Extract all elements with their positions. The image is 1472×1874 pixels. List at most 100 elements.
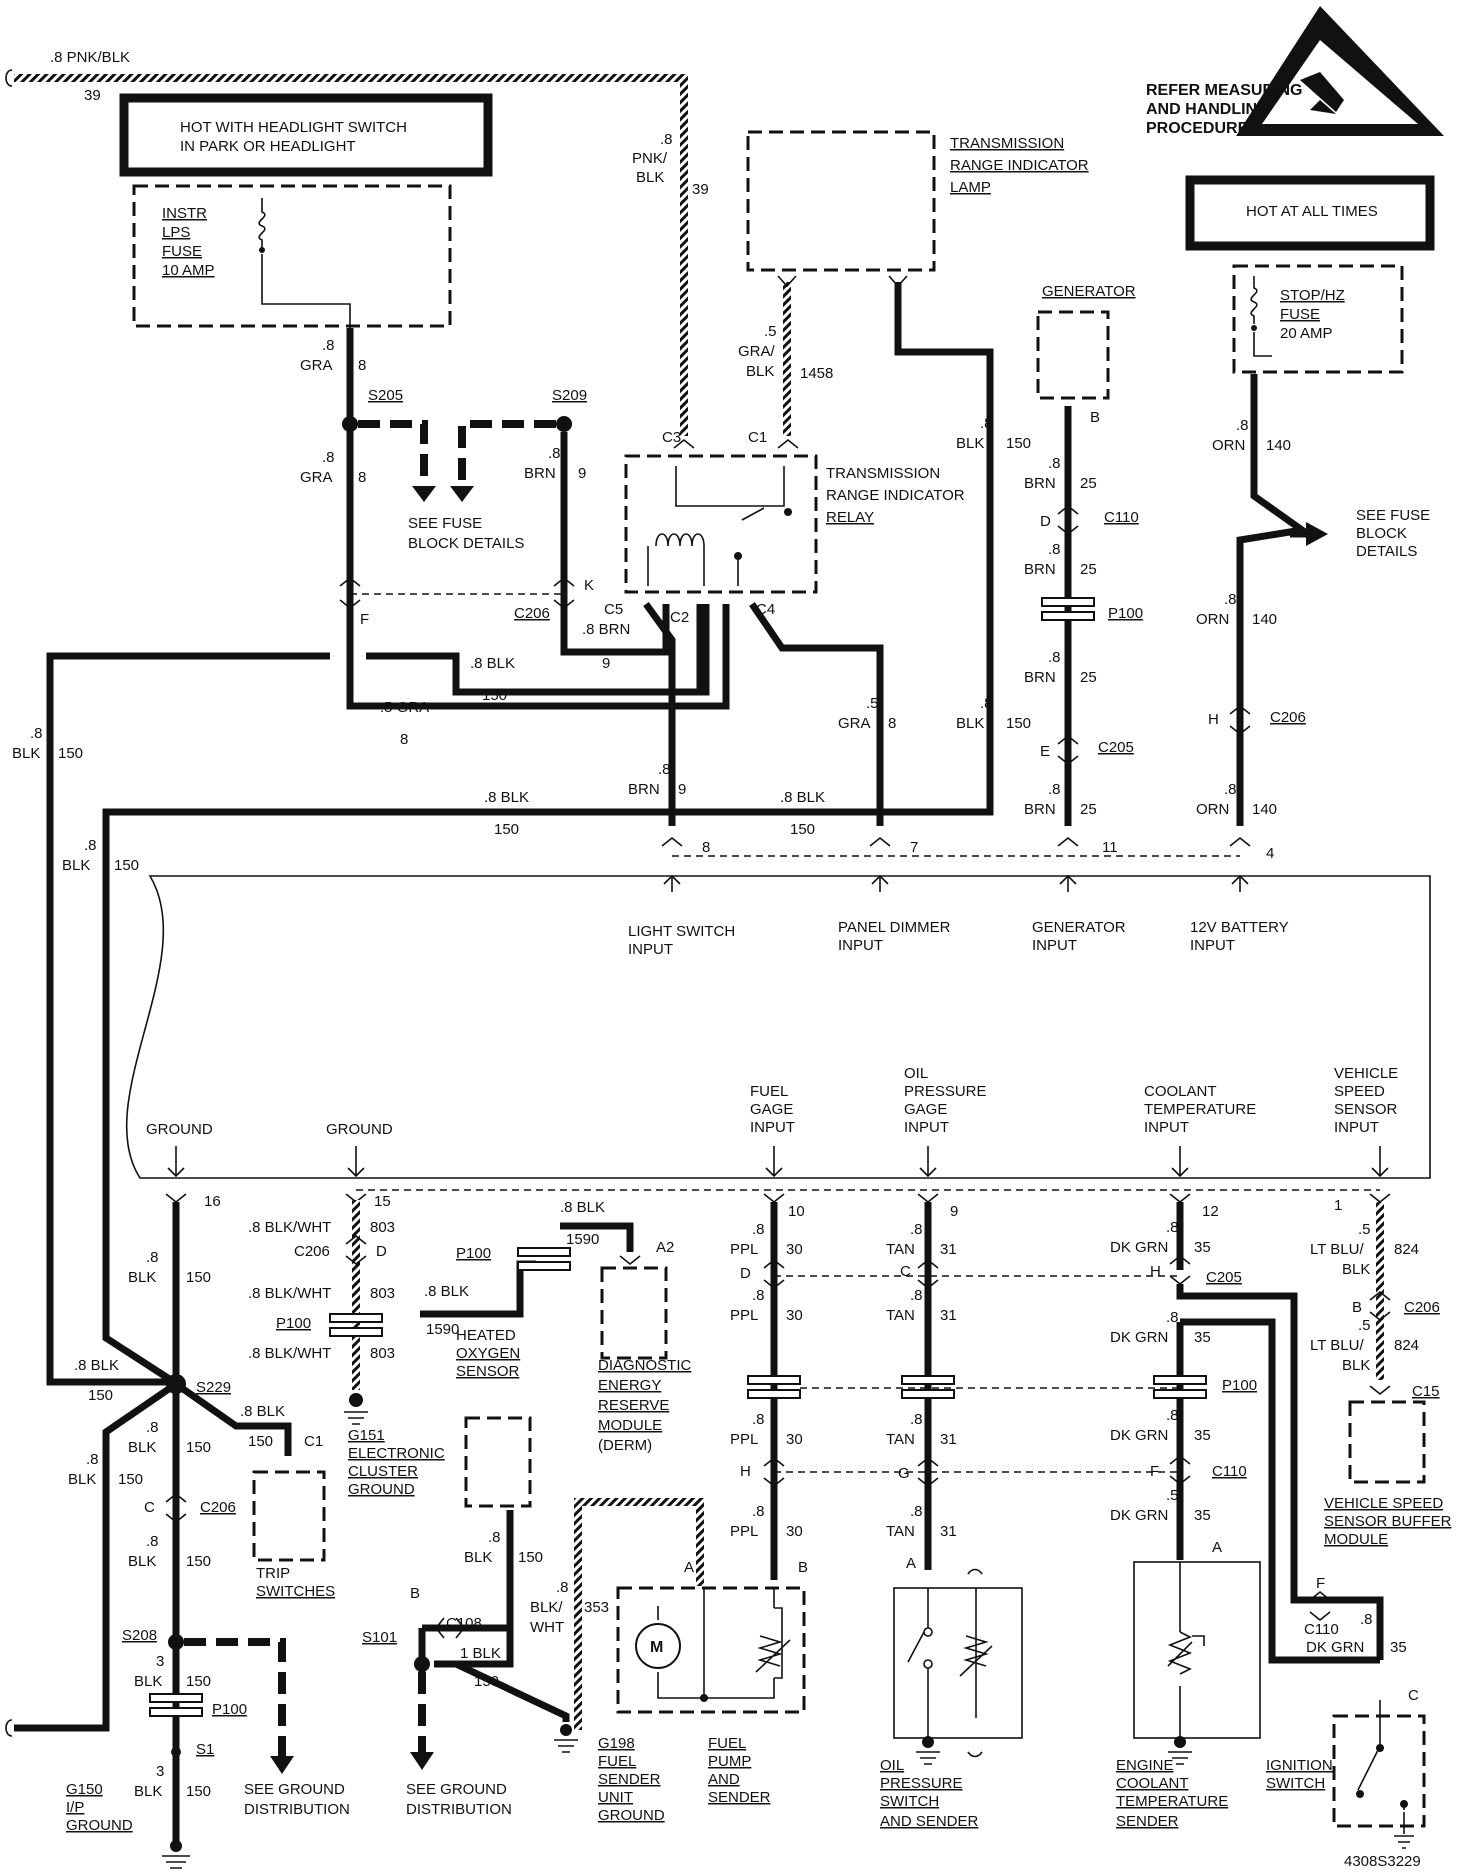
s229-left-circuit: 150 bbox=[88, 1387, 113, 1404]
trans-relay-3: RELAY bbox=[826, 509, 874, 526]
trans-relay-box bbox=[624, 454, 818, 594]
c206-h: H bbox=[1208, 711, 1219, 728]
o2-blk-label: .8 BLK bbox=[424, 1283, 469, 1300]
blk-h3-circuit: 150 bbox=[790, 821, 815, 838]
824-2-color1: LT BLU/ bbox=[1310, 1337, 1364, 1354]
derm-5: (DERM) bbox=[598, 1437, 652, 1454]
splice-s209: S209 bbox=[552, 387, 587, 404]
trip-circuit: 150 bbox=[248, 1433, 273, 1450]
gra-v-color: GRA bbox=[838, 715, 871, 732]
353-color2: WHT bbox=[530, 1619, 564, 1636]
s101-wire bbox=[422, 1510, 570, 1722]
coolant-4: SENDER bbox=[1116, 1813, 1179, 1830]
input-vss-3: SENSOR bbox=[1334, 1101, 1398, 1118]
tan2-color: TAN bbox=[886, 1307, 915, 1324]
p100-top: P100 bbox=[1108, 605, 1143, 622]
tan1-gauge: .8 bbox=[910, 1221, 923, 1238]
824-2-circuit: 824 bbox=[1394, 1337, 1419, 1354]
blk-wht-353-wire bbox=[574, 1498, 704, 1730]
esd-warning-icon bbox=[1236, 6, 1444, 136]
tan3-color: TAN bbox=[886, 1431, 915, 1448]
left-blk-color: BLK bbox=[12, 745, 40, 762]
s229-left-label: .8 BLK bbox=[74, 1357, 119, 1374]
blk1-label: 1 BLK bbox=[460, 1645, 501, 1662]
fuel-a: A bbox=[684, 1559, 694, 1576]
gra-8-wire bbox=[346, 328, 730, 710]
s229-lg-circuit: 150 bbox=[118, 1471, 143, 1488]
oil-switch-1: OIL bbox=[880, 1757, 904, 1774]
vss-buffer-2: SENSOR BUFFER bbox=[1324, 1513, 1452, 1530]
g150-3: GROUND bbox=[66, 1817, 133, 1834]
input-vss-1: VEHICLE bbox=[1334, 1065, 1398, 1082]
brn25-1-circuit: 25 bbox=[1080, 475, 1097, 492]
oil-c: C bbox=[900, 1263, 911, 1280]
trans-relay-1: TRANSMISSION bbox=[826, 465, 940, 482]
c205-coolant: C205 bbox=[1206, 1269, 1242, 1286]
gra-mid-gauge: .8 bbox=[322, 449, 335, 466]
brn25-4-gauge: .8 bbox=[1048, 781, 1061, 798]
blk-main-color: BLK bbox=[62, 857, 90, 874]
c206b-circuit: 150 bbox=[186, 1553, 211, 1570]
orn3-circuit: 140 bbox=[1252, 801, 1277, 818]
o2-1: HEATED bbox=[456, 1327, 516, 1344]
circuit-39-v: 39 bbox=[692, 181, 709, 198]
warning-line1: REFER MEASURING bbox=[1146, 82, 1302, 99]
input-dimmer-1: PANEL DIMMER bbox=[838, 919, 951, 936]
824-1-color2: BLK bbox=[1342, 1261, 1370, 1278]
ign-gauge: .8 bbox=[1360, 1611, 1373, 1628]
trip-wire bbox=[173, 1381, 292, 1456]
p100-bottom: P100 bbox=[212, 1701, 247, 1718]
g198-1: G198 bbox=[598, 1735, 635, 1752]
instr-fuse-icon bbox=[258, 198, 266, 248]
fuel-pump-1: FUEL bbox=[708, 1735, 746, 1752]
p100-803: P100 bbox=[276, 1315, 311, 1332]
left-blk-150-wire bbox=[46, 652, 330, 1386]
blk-h2-label: .8 BLK bbox=[484, 789, 529, 806]
353-color1: BLK/ bbox=[530, 1599, 563, 1616]
instr-fuse-box bbox=[132, 184, 452, 328]
ppl3-color: PPL bbox=[730, 1431, 758, 1448]
g16-color: BLK bbox=[128, 1269, 156, 1286]
pin-16: 16 bbox=[204, 1193, 221, 1210]
orn2-color: ORN bbox=[1196, 611, 1229, 628]
conn-a2: A2 bbox=[656, 1239, 674, 1256]
ppl2-color: PPL bbox=[730, 1307, 758, 1324]
824-1-circuit: 824 bbox=[1394, 1241, 1419, 1258]
gra-mid-color: GRA bbox=[300, 469, 333, 486]
left-blk-gauge: .8 bbox=[30, 725, 43, 742]
orn3-gauge: .8 bbox=[1224, 781, 1237, 798]
coolant-2: COOLANT bbox=[1116, 1775, 1189, 1792]
see-fuse-right-3: DETAILS bbox=[1356, 543, 1417, 560]
s205-dash bbox=[358, 420, 428, 492]
brn25-2-gauge: .8 bbox=[1048, 541, 1061, 558]
s208-dash bbox=[184, 1638, 286, 1764]
tan3-circuit: 31 bbox=[940, 1431, 957, 1448]
g198-5: GROUND bbox=[598, 1807, 665, 1824]
ignition-ground-icon bbox=[1394, 1812, 1414, 1849]
blk3-1-color: BLK bbox=[134, 1673, 162, 1690]
trip-blk-label: .8 BLK bbox=[240, 1403, 285, 1420]
oil-switch-4: AND SENDER bbox=[880, 1813, 979, 1830]
c205-top: C205 bbox=[1098, 739, 1134, 756]
c108: C108 bbox=[446, 1615, 482, 1632]
pin-15: 15 bbox=[374, 1193, 391, 1210]
instr-fuse-1: INSTR bbox=[162, 205, 207, 222]
g151-ground-icon bbox=[344, 1393, 368, 1425]
824-1-color1: LT BLU/ bbox=[1310, 1241, 1364, 1258]
dk1-circuit: 35 bbox=[1194, 1239, 1211, 1256]
g151-2: ELECTRONIC bbox=[348, 1445, 445, 1462]
g198-2: FUEL bbox=[598, 1753, 636, 1770]
lamp-blk-150-wire bbox=[880, 282, 994, 816]
o2-2: OXYGEN bbox=[456, 1345, 520, 1362]
gra-v-circuit: 8 bbox=[888, 715, 896, 732]
input-coolant-2: TEMPERATURE bbox=[1144, 1101, 1256, 1118]
lamp-blk-circuit: 150 bbox=[1006, 435, 1031, 452]
pin-7: 7 bbox=[910, 839, 918, 856]
g198-ground-icon bbox=[554, 1724, 578, 1753]
pin-1: 1 bbox=[1334, 1197, 1342, 1214]
brn25-3-gauge: .8 bbox=[1048, 649, 1061, 666]
ppl2-gauge: .8 bbox=[752, 1287, 765, 1304]
824-1-gauge: .5 bbox=[1358, 1221, 1371, 1238]
dk3-color: DK GRN bbox=[1110, 1427, 1168, 1444]
803-3-circuit: 803 bbox=[370, 1345, 395, 1362]
